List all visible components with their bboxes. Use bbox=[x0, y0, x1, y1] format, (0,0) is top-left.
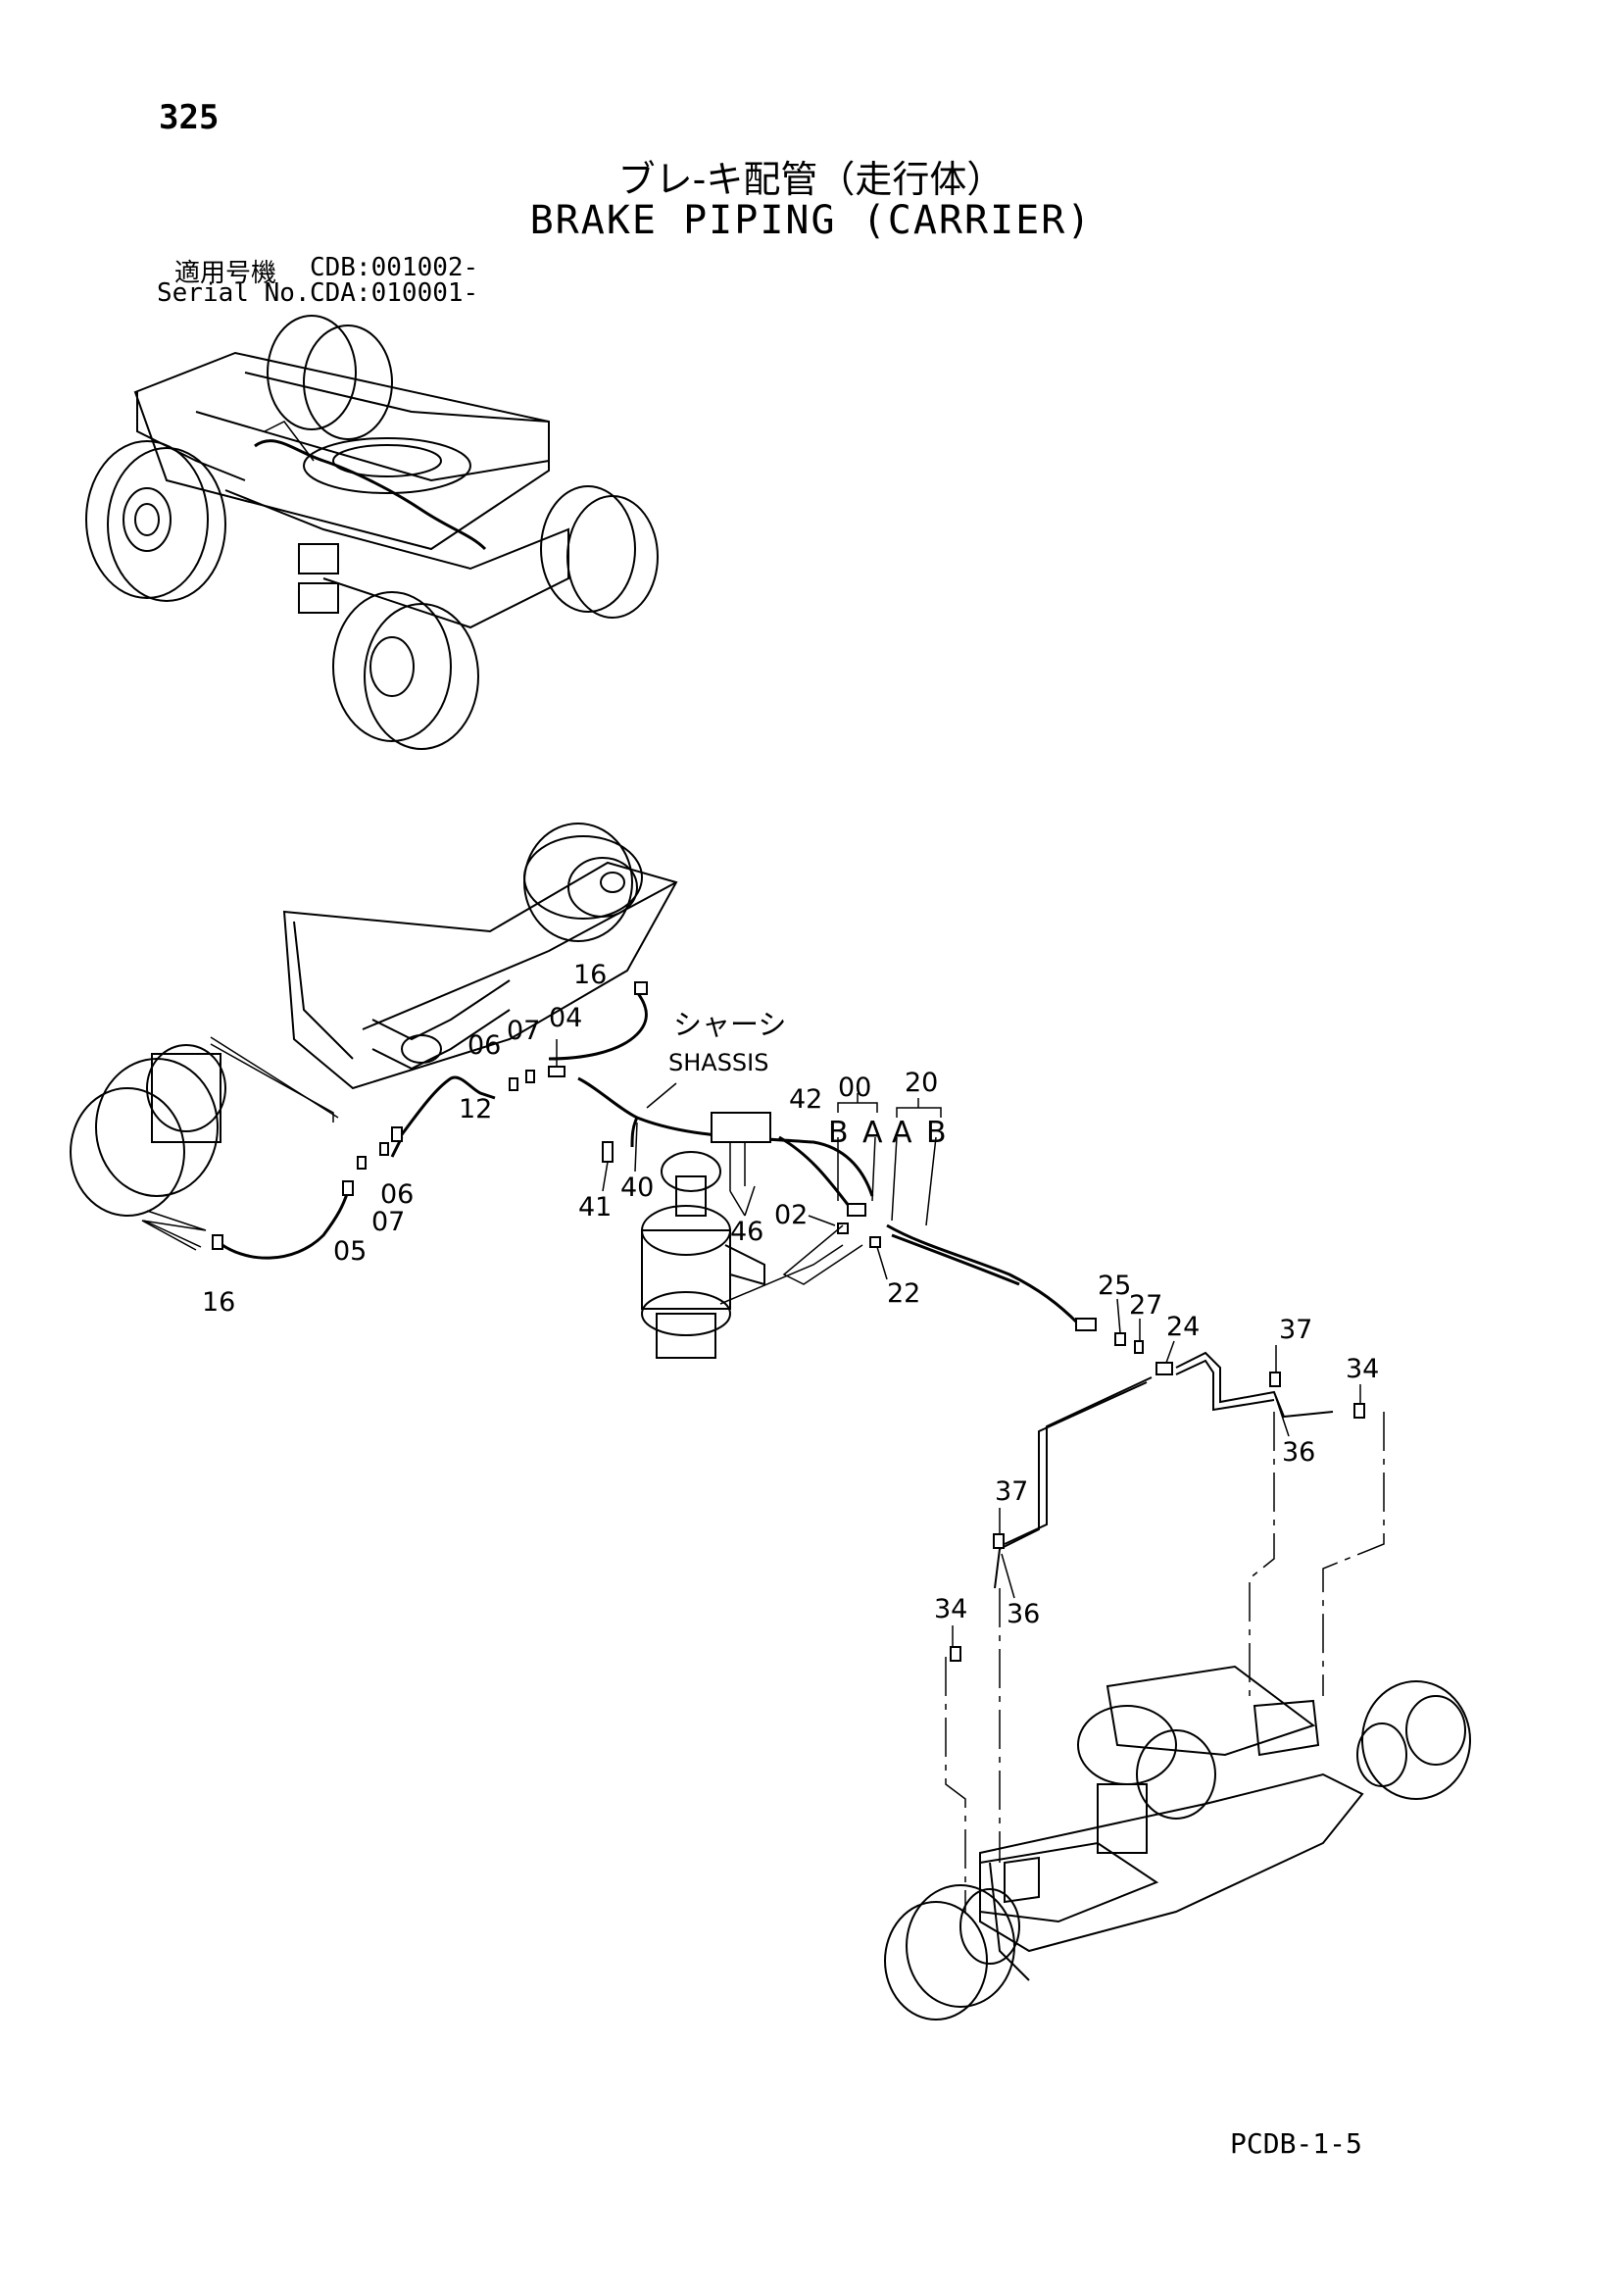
serial-value: CDA:010001- bbox=[310, 278, 479, 308]
callout-20: 20 bbox=[905, 1068, 938, 1098]
tee-fitting-24 bbox=[1155, 1362, 1173, 1375]
page-number: 325 bbox=[159, 98, 220, 137]
title-japanese: ブレ-キ配管（走行体） bbox=[617, 158, 1005, 201]
callout-06-lower: 06 bbox=[380, 1179, 414, 1210]
front-axle-illustration bbox=[70, 823, 678, 1251]
swivel-joint-illustration bbox=[641, 1151, 765, 1359]
callout-42: 42 bbox=[789, 1084, 822, 1115]
callout-04: 04 bbox=[549, 1003, 582, 1033]
port-a-right: A bbox=[892, 1116, 912, 1150]
applicable-value: CDB:001002- bbox=[310, 253, 479, 282]
dash-guide-2 bbox=[210, 1036, 339, 1119]
callout-16-lower: 16 bbox=[202, 1287, 235, 1318]
clamp-37b bbox=[993, 1533, 1005, 1549]
chassis-label-en: SHASSIS bbox=[668, 1049, 768, 1076]
chassis-label-jp: シャーシ bbox=[673, 1008, 786, 1041]
callout-06-upper: 06 bbox=[467, 1030, 501, 1061]
hose-12 bbox=[398, 1075, 496, 1138]
dash-guide-1 bbox=[143, 1220, 202, 1248]
callout-07-upper: 07 bbox=[507, 1016, 540, 1046]
fitting-06 bbox=[509, 1077, 518, 1091]
port-a-left: A bbox=[862, 1116, 883, 1150]
callout-24: 24 bbox=[1166, 1312, 1200, 1342]
port-b-right: B bbox=[926, 1116, 947, 1150]
callout-12: 12 bbox=[459, 1094, 492, 1124]
fitting-34b bbox=[950, 1646, 961, 1662]
bolt-41 bbox=[602, 1141, 614, 1163]
callout-34-lower: 34 bbox=[934, 1594, 967, 1624]
callout-37-lower: 37 bbox=[995, 1476, 1028, 1507]
fitting-22 bbox=[869, 1236, 881, 1248]
callout-16-upper: 16 bbox=[573, 960, 607, 990]
applicable-label: 適用号機 bbox=[174, 259, 277, 288]
callout-41: 41 bbox=[578, 1192, 612, 1223]
callout-34-upper: 34 bbox=[1346, 1354, 1379, 1384]
callout-07-lower: 07 bbox=[371, 1207, 405, 1237]
callout-00: 00 bbox=[838, 1073, 871, 1103]
brake-tube-right bbox=[1175, 1351, 1334, 1419]
brake-tube-left bbox=[994, 1381, 1148, 1589]
fitting-27 bbox=[1134, 1340, 1144, 1354]
drawing-code: PCDB-1-5 bbox=[1230, 2127, 1362, 2160]
title-english: BRAKE PIPING (CARRIER) bbox=[529, 198, 1093, 243]
callout-22: 22 bbox=[887, 1278, 920, 1309]
callout-05: 05 bbox=[333, 1236, 367, 1267]
fitting-02 bbox=[837, 1223, 849, 1234]
callout-25: 25 bbox=[1098, 1271, 1131, 1301]
wheel-front-left-icon bbox=[85, 440, 226, 602]
hose-16-upper bbox=[548, 991, 648, 1061]
tee-fitting-04 bbox=[548, 1066, 565, 1077]
hose-16-lower bbox=[215, 1190, 350, 1260]
hose-20 bbox=[886, 1223, 1080, 1325]
fitting-07 bbox=[525, 1070, 535, 1083]
callout-labels: 16 06 07 04 12 06 07 05 16 シャーシ SHASSIS … bbox=[202, 960, 1379, 1647]
port-b-left: B bbox=[828, 1116, 849, 1150]
callout-36-lower: 36 bbox=[1007, 1599, 1040, 1629]
clamp-37 bbox=[1269, 1372, 1281, 1387]
wheel-rear-left-icon bbox=[267, 315, 393, 440]
serial-label: Serial No. bbox=[157, 278, 311, 308]
callout-27: 27 bbox=[1129, 1290, 1162, 1321]
callout-02: 02 bbox=[774, 1200, 808, 1230]
callout-36-upper: 36 bbox=[1282, 1437, 1315, 1468]
fitting-25 bbox=[1114, 1332, 1126, 1346]
callout-40: 40 bbox=[620, 1173, 654, 1203]
callout-46: 46 bbox=[730, 1217, 763, 1247]
wheel-front-right-icon bbox=[332, 591, 479, 750]
block-42 bbox=[711, 1112, 771, 1143]
fitting-34 bbox=[1353, 1403, 1365, 1419]
wheel-rear-right-icon bbox=[540, 485, 659, 619]
rear-axle-illustration bbox=[884, 1665, 1471, 2021]
callout-37-upper: 37 bbox=[1279, 1315, 1312, 1345]
carrier-overview-illustration bbox=[85, 315, 659, 750]
